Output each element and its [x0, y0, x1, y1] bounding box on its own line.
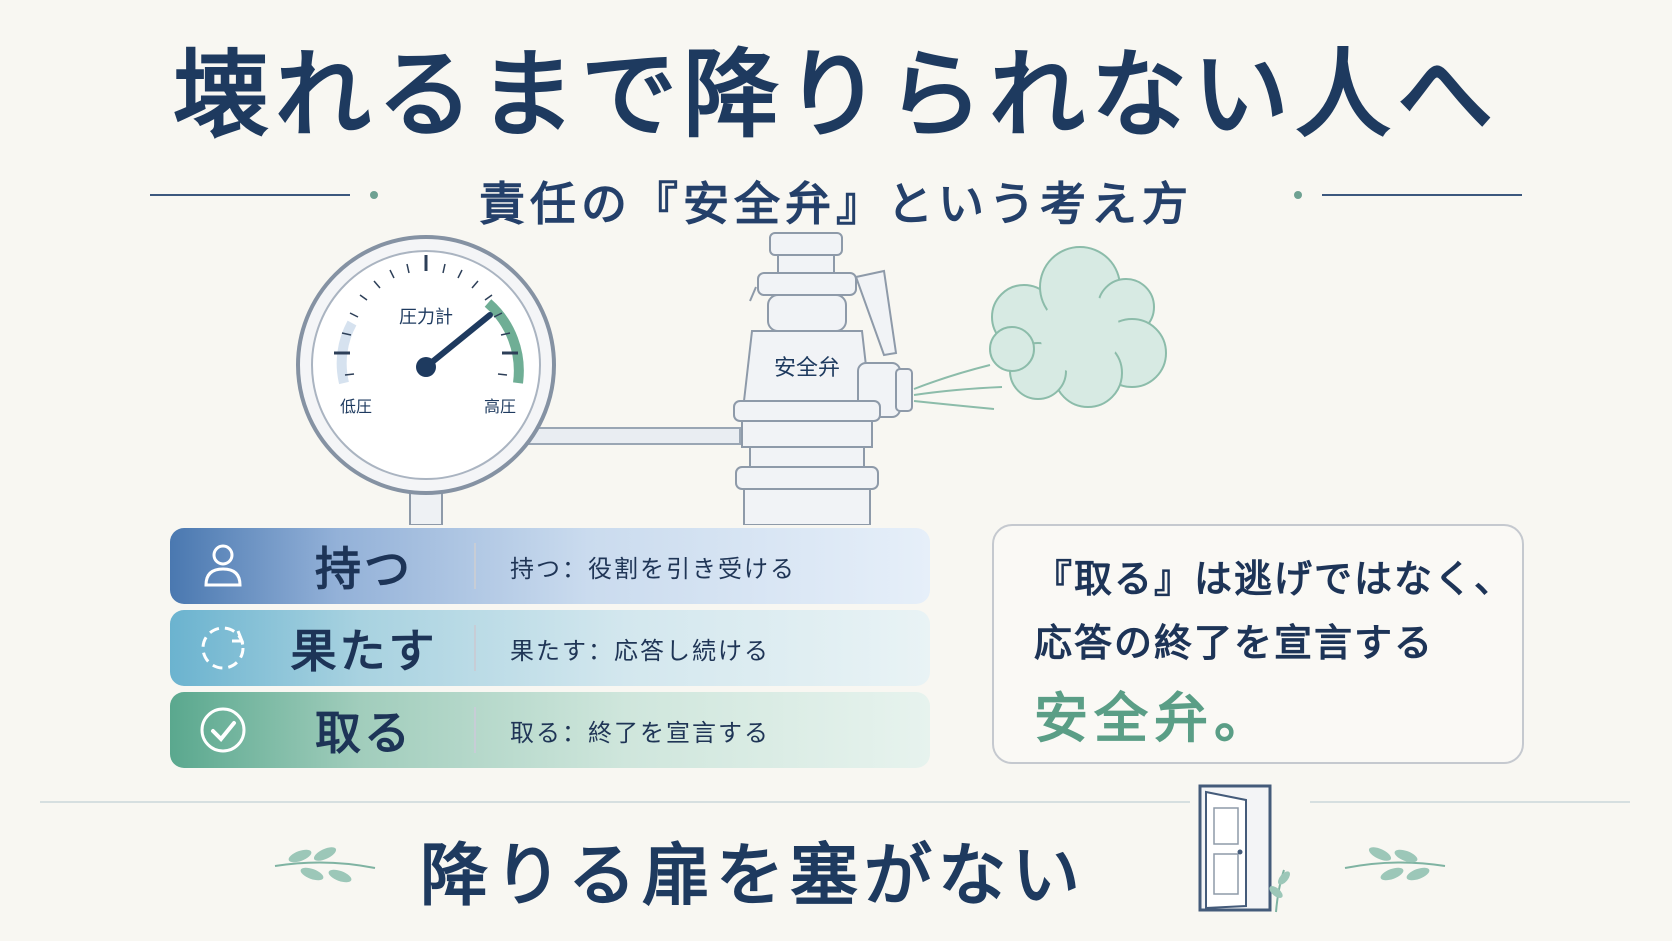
valve-label: 安全弁	[774, 356, 840, 381]
main-title: 壊れるまで降りられない人へ	[173, 38, 1499, 151]
gauge-title: 圧力計	[399, 307, 453, 328]
row-divider	[474, 625, 476, 671]
gauge-valve-illustration: 圧力計 低圧 高圧 安全弁	[296, 232, 1167, 525]
connecting-pipe	[519, 427, 741, 445]
row-divider	[474, 543, 476, 589]
bottom-title: 降りる扉を塞がない	[420, 836, 1087, 916]
row-hold-word: 持つ	[315, 542, 413, 596]
gauge-hub	[416, 357, 436, 377]
check-circle-icon	[200, 707, 246, 753]
subtitle-rule-right	[1322, 194, 1522, 196]
leaf-right-icon	[1344, 847, 1446, 881]
steam-cloud-icon	[989, 246, 1167, 408]
person-icon	[204, 544, 242, 587]
leaf-left-icon	[274, 847, 376, 883]
subtitle-rule-left	[150, 194, 350, 196]
subtitle-dot-right	[1294, 191, 1302, 199]
row-hold: 持つ 持つ：役割を引き受ける	[170, 528, 930, 604]
row-divider	[474, 707, 476, 753]
subtitle: 責任の『安全弁』という考え方	[479, 177, 1193, 231]
gauge-needle	[423, 312, 493, 370]
quote-box: 『取る』は逃げではなく、 応答の終了を宣言する 安全弁。	[992, 524, 1524, 764]
subtitle-dot-left	[370, 191, 378, 199]
cycle-icon	[201, 626, 245, 670]
subtitle-row: 責任の『安全弁』という考え方	[150, 168, 1522, 231]
gauge-high-label: 高圧	[484, 397, 516, 416]
bottom-rule-right	[1310, 801, 1630, 803]
pressure-gauge-icon	[296, 235, 556, 495]
row-fulfill-desc: 果たす：応答し続ける	[510, 636, 770, 665]
gauge-low-label: 低圧	[340, 397, 372, 416]
bottom-rule-left	[40, 801, 1190, 803]
steam-lines	[913, 364, 1003, 410]
safety-valve-icon	[733, 232, 913, 525]
row-take: 取る 取る：終了を宣言する	[170, 692, 930, 768]
row-fulfill-word: 果たす	[290, 624, 438, 678]
quote-line-2: 応答の終了を宣言する	[1034, 620, 1435, 665]
row-take-desc: 取る：終了を宣言する	[510, 718, 770, 747]
open-door-icon	[1198, 784, 1290, 913]
row-fulfill: 果たす 果たす：応答し続ける	[170, 610, 930, 686]
quote-line-3: 安全弁。	[1034, 686, 1274, 750]
row-hold-desc: 持つ：役割を引き受ける	[510, 554, 796, 583]
row-take-word: 取る	[315, 706, 413, 760]
quote-line-1: 『取る』は逃げではなく、	[1034, 556, 1515, 601]
